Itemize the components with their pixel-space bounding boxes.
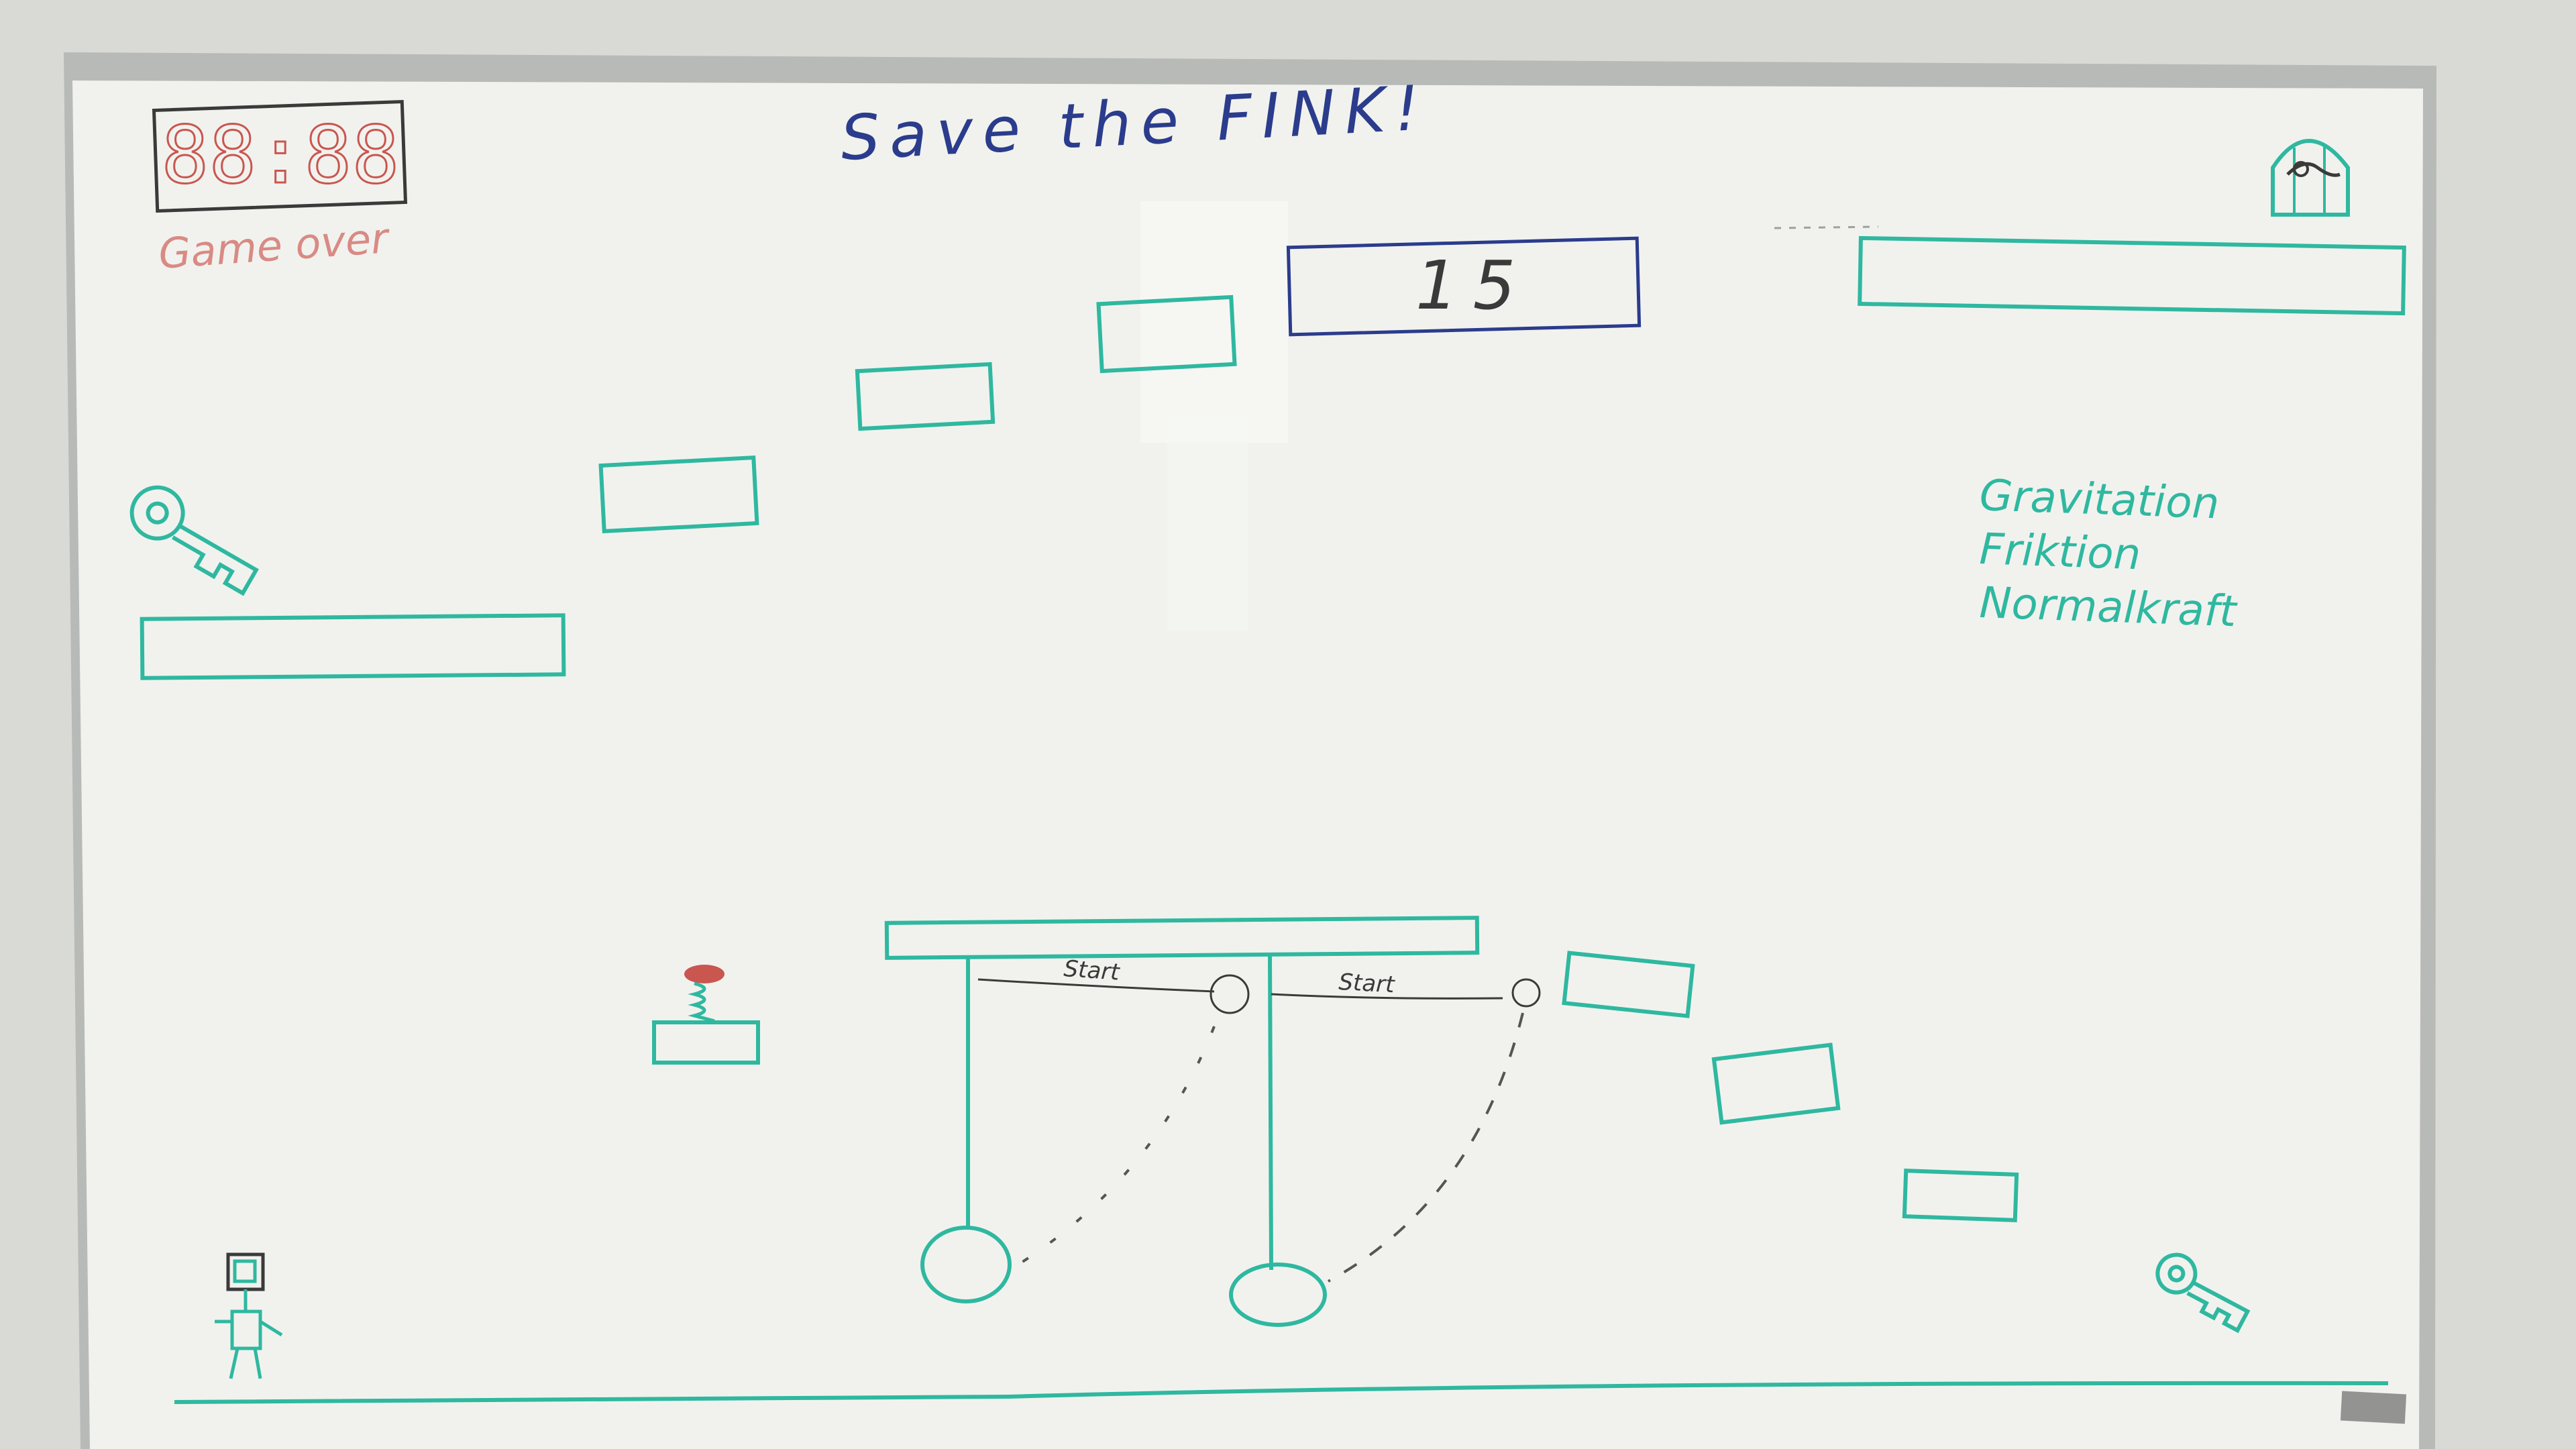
- platform-step-3: [598, 455, 759, 534]
- pendulum-start-lines: [977, 974, 1541, 1014]
- glare: [1140, 201, 1288, 443]
- bird-cage-icon: [2271, 139, 2350, 217]
- platform-step-4: [855, 362, 996, 431]
- platform-top-right: [1858, 235, 2406, 316]
- pendulum-label-1: Start: [1063, 955, 1121, 986]
- key-icon-2: [2155, 1252, 2251, 1334]
- timer-display: 88:88: [161, 109, 399, 201]
- score-box: [1286, 236, 1642, 337]
- platform-bridge: [884, 916, 1480, 960]
- platform-right-3: [1902, 1169, 2019, 1222]
- platform-left: [140, 613, 566, 680]
- platforms: [140, 235, 2406, 1222]
- pendulum-labels: Start Start: [1063, 955, 1396, 998]
- physics-note-normalkraft: Normalkraft: [1978, 578, 2239, 637]
- platform-spring-base: [652, 1020, 760, 1065]
- platform-step-5: [1096, 294, 1237, 374]
- sketch-dashes: [1774, 225, 1879, 229]
- swing-arcs: [1012, 1012, 1524, 1283]
- eraser-icon: [2340, 1391, 2407, 1424]
- pendulum-structure: [920, 955, 1327, 1327]
- physics-notes: Gravitation Friktion Normalkraft: [1978, 471, 2239, 637]
- timer-box: [152, 100, 408, 213]
- key-icon: [129, 485, 259, 596]
- physics-note-gravitation: Gravitation: [1978, 471, 2220, 529]
- platform-right-1: [1562, 951, 1695, 1018]
- score-value: 15: [1415, 246, 1530, 325]
- player-figure: [215, 1252, 283, 1379]
- pendulum-label-2: Start: [1338, 969, 1397, 998]
- spring-icon: [684, 965, 724, 1023]
- glare-2: [1167, 416, 1248, 631]
- physics-note-friktion: Friktion: [1978, 525, 2141, 580]
- ground-line: [174, 1381, 2389, 1404]
- platform-right-2: [1711, 1042, 1841, 1125]
